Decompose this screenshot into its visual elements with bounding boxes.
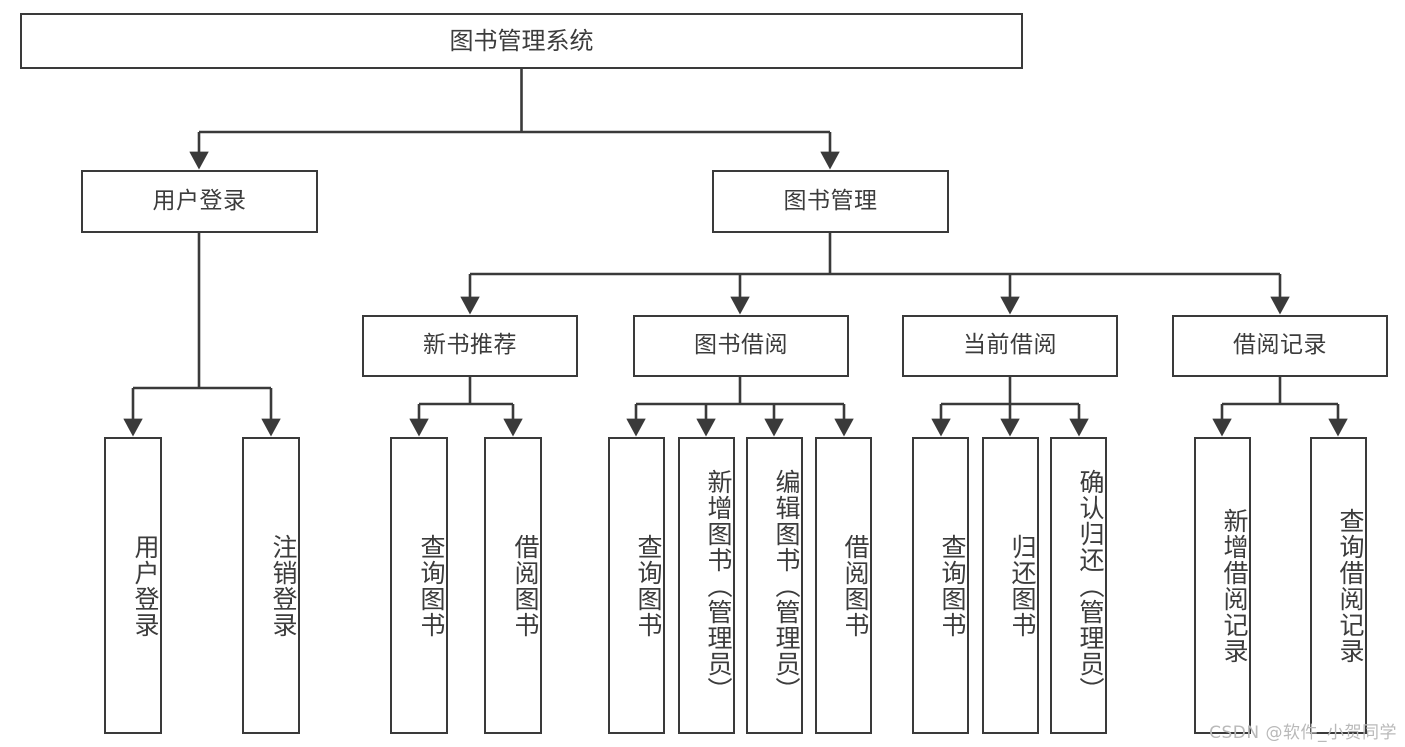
node-label: 查询借阅记录 bbox=[1336, 507, 1365, 664]
node-label: 编辑图书（管理员） bbox=[772, 468, 801, 703]
node-label: 借阅图书 bbox=[841, 533, 870, 638]
leaf-book-borrow-edit-book-admin[interactable]: 编辑图书（管理员） bbox=[746, 437, 803, 734]
leaf-book-borrow-add-book-admin[interactable]: 新增图书（管理员） bbox=[678, 437, 735, 734]
node-label: 新增借阅记录 bbox=[1220, 507, 1249, 664]
leaf-new-book-borrow-book[interactable]: 借阅图书 bbox=[484, 437, 542, 734]
leaf-borrow-record-query-record[interactable]: 查询借阅记录 bbox=[1310, 437, 1367, 734]
node-label: 新书推荐 bbox=[423, 332, 517, 359]
watermark-csdn: CSDN @软件_小贺同学 bbox=[1209, 723, 1397, 743]
node-borrow-record[interactable]: 借阅记录 bbox=[1172, 315, 1388, 377]
leaf-new-book-query-book[interactable]: 查询图书 bbox=[390, 437, 448, 734]
node-label: 图书借阅 bbox=[694, 332, 788, 359]
node-new-book-recommend[interactable]: 新书推荐 bbox=[362, 315, 578, 377]
leaf-book-borrow-query-book[interactable]: 查询图书 bbox=[608, 437, 665, 734]
node-label: 借阅图书 bbox=[511, 533, 540, 638]
leaf-book-borrow-borrow-book[interactable]: 借阅图书 bbox=[815, 437, 872, 734]
node-label: 用户登录 bbox=[131, 533, 160, 638]
node-label: 确认归还（管理员） bbox=[1076, 468, 1105, 703]
leaf-current-borrow-confirm-return-admin[interactable]: 确认归还（管理员） bbox=[1050, 437, 1107, 734]
node-label: 查询图书 bbox=[634, 533, 663, 638]
leaf-borrow-record-add-record[interactable]: 新增借阅记录 bbox=[1194, 437, 1251, 734]
node-user-login[interactable]: 用户登录 bbox=[81, 170, 318, 233]
node-label: 归还图书 bbox=[1008, 533, 1037, 638]
leaf-current-borrow-query-book[interactable]: 查询图书 bbox=[912, 437, 969, 734]
node-book-management[interactable]: 图书管理 bbox=[712, 170, 949, 233]
leaf-user-login-login[interactable]: 用户登录 bbox=[104, 437, 162, 734]
leaf-current-borrow-return-book[interactable]: 归还图书 bbox=[982, 437, 1039, 734]
node-label: 查询图书 bbox=[417, 533, 446, 638]
leaf-user-login-logout[interactable]: 注销登录 bbox=[242, 437, 300, 734]
node-current-borrow[interactable]: 当前借阅 bbox=[902, 315, 1118, 377]
node-label: 注销登录 bbox=[269, 533, 298, 638]
node-book-borrow[interactable]: 图书借阅 bbox=[633, 315, 849, 377]
node-label: 借阅记录 bbox=[1233, 332, 1327, 359]
node-label: 查询图书 bbox=[938, 533, 967, 638]
node-root-book-management-system[interactable]: 图书管理系统 bbox=[20, 13, 1023, 69]
node-label: 新增图书（管理员） bbox=[704, 468, 733, 703]
node-label: 图书管理系统 bbox=[449, 26, 594, 55]
node-label: 当前借阅 bbox=[963, 332, 1057, 359]
node-label: 用户登录 bbox=[152, 187, 247, 214]
node-label: 图书管理 bbox=[783, 187, 878, 214]
